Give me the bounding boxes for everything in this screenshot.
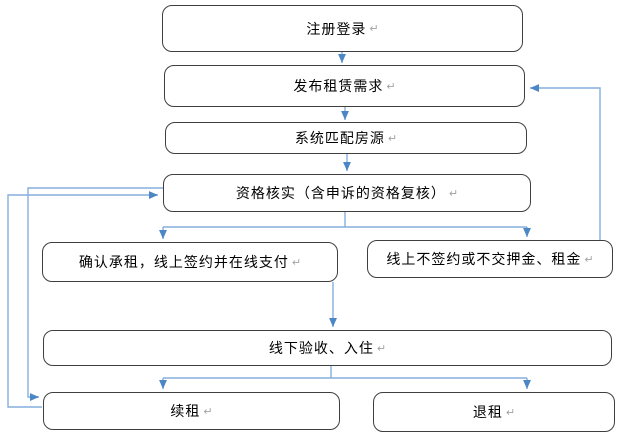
paragraph-mark: ↵ — [203, 405, 213, 418]
node-terminate-lease-label: 退租 — [472, 404, 503, 420]
node-system-match: 系统匹配房源↵ — [165, 122, 527, 154]
node-register-login: 注册登录↵ — [162, 5, 523, 52]
paragraph-mark: ↵ — [448, 187, 459, 200]
node-publish-demand: 发布租赁需求↵ — [164, 65, 525, 107]
paragraph-mark: ↵ — [291, 256, 302, 269]
node-publish-demand-label: 发布租赁需求 — [293, 78, 384, 94]
paragraph-mark: ↵ — [369, 23, 379, 35]
node-register-login-label: 注册登录 — [306, 20, 367, 37]
node-qualification-verify: 资格核实（含申诉的资格复核）↵ — [163, 174, 531, 212]
node-renew-lease: 续租↵ — [43, 392, 340, 430]
paragraph-mark: ↵ — [387, 132, 398, 145]
paragraph-mark: ↵ — [386, 80, 396, 93]
node-confirm-sign-pay: 确认承租，线上签约并在线支付↵ — [42, 242, 338, 282]
node-terminate-lease: 退租↵ — [373, 392, 615, 432]
paragraph-mark: ↵ — [505, 406, 516, 419]
node-qualification-verify-label: 资格核实（含申诉的资格复核） — [235, 185, 446, 201]
node-no-sign-no-deposit: 线上不签约或不交押金、租金↵ — [367, 240, 613, 278]
node-system-match-label: 系统匹配房源 — [294, 130, 385, 146]
edge-renew-to-verify-feedback — [7, 191, 158, 408]
node-no-sign-no-deposit-label: 线上不签约或不交押金、租金 — [386, 251, 582, 267]
node-offline-checkin: 线下验收、入住↵ — [43, 330, 612, 366]
paragraph-mark: ↵ — [376, 342, 387, 355]
node-confirm-sign-pay-label: 确认承租，线上签约并在线支付 — [78, 254, 289, 270]
paragraph-mark: ↵ — [584, 253, 594, 266]
node-offline-checkin-label: 线下验收、入住 — [268, 340, 374, 356]
node-renew-lease-label: 续租 — [170, 403, 201, 419]
edge-nosign-to-publish-feedback — [530, 84, 601, 240]
